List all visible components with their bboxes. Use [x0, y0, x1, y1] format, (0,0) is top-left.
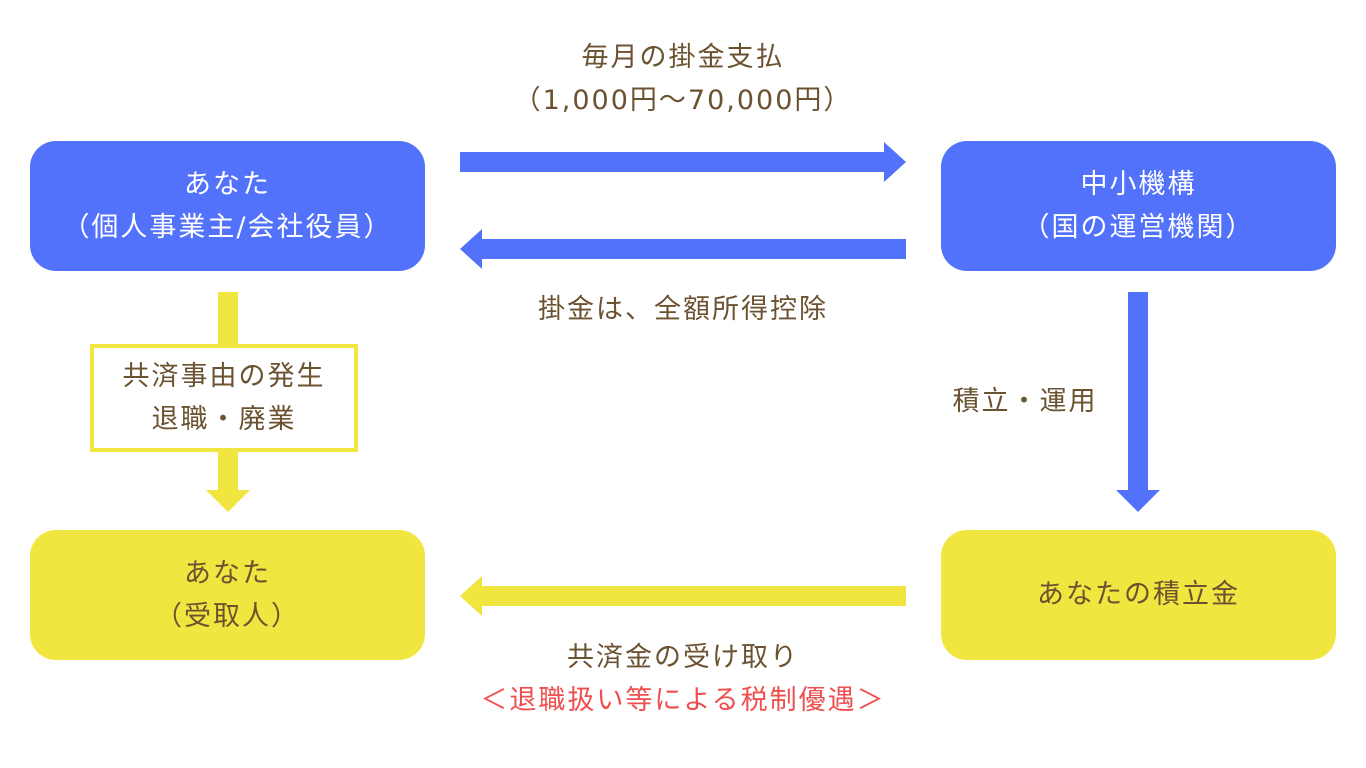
savings-box: あなたの積立金	[941, 530, 1336, 660]
arrow-payment-to-org	[460, 142, 906, 182]
organization-title: 中小機構	[1080, 168, 1197, 200]
you-title: あなた	[184, 168, 271, 200]
event-line2: 退職・廃業	[151, 404, 297, 435]
event-box: 共済事由の発生 退職・廃業	[90, 344, 358, 452]
you-subtitle: （個人事業主/会社役員）	[62, 212, 393, 243]
you-business-owner-box: あなた （個人事業主/会社役員）	[30, 141, 425, 271]
deduction-label-text: 掛金は、全額所得控除	[538, 294, 828, 325]
savings-title: あなたの積立金	[1037, 579, 1240, 611]
arrow-you-to-event	[218, 292, 238, 352]
arrow-org-to-savings	[1116, 292, 1160, 512]
event-line1: 共済事由の発生	[122, 360, 326, 392]
arrow-event-to-receiver	[206, 450, 250, 512]
payment-label-line2: （1,000円〜70,000円）	[513, 85, 853, 117]
you-receiver-box: あなた （受取人）	[30, 530, 425, 660]
operation-label-text: 積立・運用	[952, 386, 1098, 417]
deduction-label: 掛金は、全額所得控除	[460, 288, 906, 331]
receive-label-line1: 共済金の受け取り	[567, 642, 799, 673]
organization-subtitle: （国の運営機関）	[1022, 212, 1255, 243]
operation-label: 積立・運用	[925, 380, 1125, 423]
receive-label: 共済金の受け取り ＜退職扱い等による税制優遇＞	[433, 636, 933, 722]
arrow-deduction-to-you	[460, 229, 906, 269]
organization-box: 中小機構 （国の運営機関）	[941, 141, 1336, 271]
arrow-savings-to-you	[460, 576, 906, 616]
receiver-subtitle: （受取人）	[155, 601, 300, 632]
payment-label: 毎月の掛金支払 （1,000円〜70,000円）	[460, 36, 906, 122]
receiver-title: あなた	[184, 557, 271, 589]
receive-label-line2: ＜退職扱い等による税制優遇＞	[480, 685, 886, 717]
payment-label-line1: 毎月の掛金支払	[581, 42, 785, 73]
